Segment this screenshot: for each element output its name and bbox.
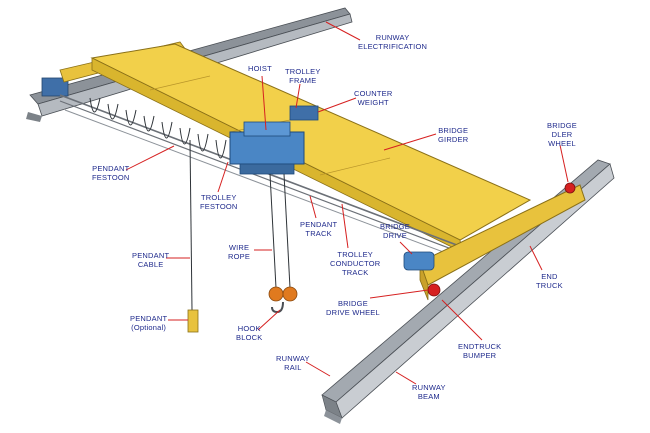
pendant-cable: [187, 139, 199, 333]
label-hook-block: HOOK BLOCK: [236, 324, 263, 342]
label-pendant-cable: PENDANT CABLE: [132, 251, 170, 269]
label-end-truck: END TRUCK: [536, 272, 563, 290]
label-bridge-idler-wheel: BRIDGE DLER WHEEL: [547, 121, 577, 148]
label-bridge-drive-wheel: BRIDGE DRIVE WHEEL: [326, 299, 380, 317]
label-bridge-drive: BRIDGE DRIVE: [380, 222, 410, 240]
label-wire-rope: WIRE ROPE: [228, 243, 251, 261]
label-bridge-girder: BRIDGE GIRDER: [438, 126, 469, 144]
label-runway-rail: RUNWAY RAIL: [276, 354, 310, 372]
leader-lines: [125, 21, 569, 385]
label-endtruck-bumper: ENDTRUCK BUMPER: [458, 342, 502, 360]
label-runway-beam: RUNWAY BEAM: [412, 383, 446, 401]
label-pendant-optional: PENDANT (Optional): [130, 314, 168, 332]
label-pendant-festoon: PENDANT FESTOON: [92, 164, 130, 182]
wire-rope-hook: [268, 173, 298, 314]
label-hoist: HOIST: [248, 64, 272, 73]
hoist-trolley: [229, 105, 319, 175]
label-trolley-festoon: TROLLEY FESTOON: [200, 193, 238, 211]
label-counter-weight: COUNTER WEIGHT: [354, 89, 393, 107]
label-trolley-frame: TROLLEY FRAME: [285, 67, 321, 85]
label-runway-electrification: RUNWAY ELECTRIFICATION: [358, 33, 428, 51]
label-pendant-track: PENDANT TRACK: [300, 220, 338, 238]
label-trolley-conductor-track: TROLLEY CONDUCTOR TRACK: [330, 250, 381, 277]
